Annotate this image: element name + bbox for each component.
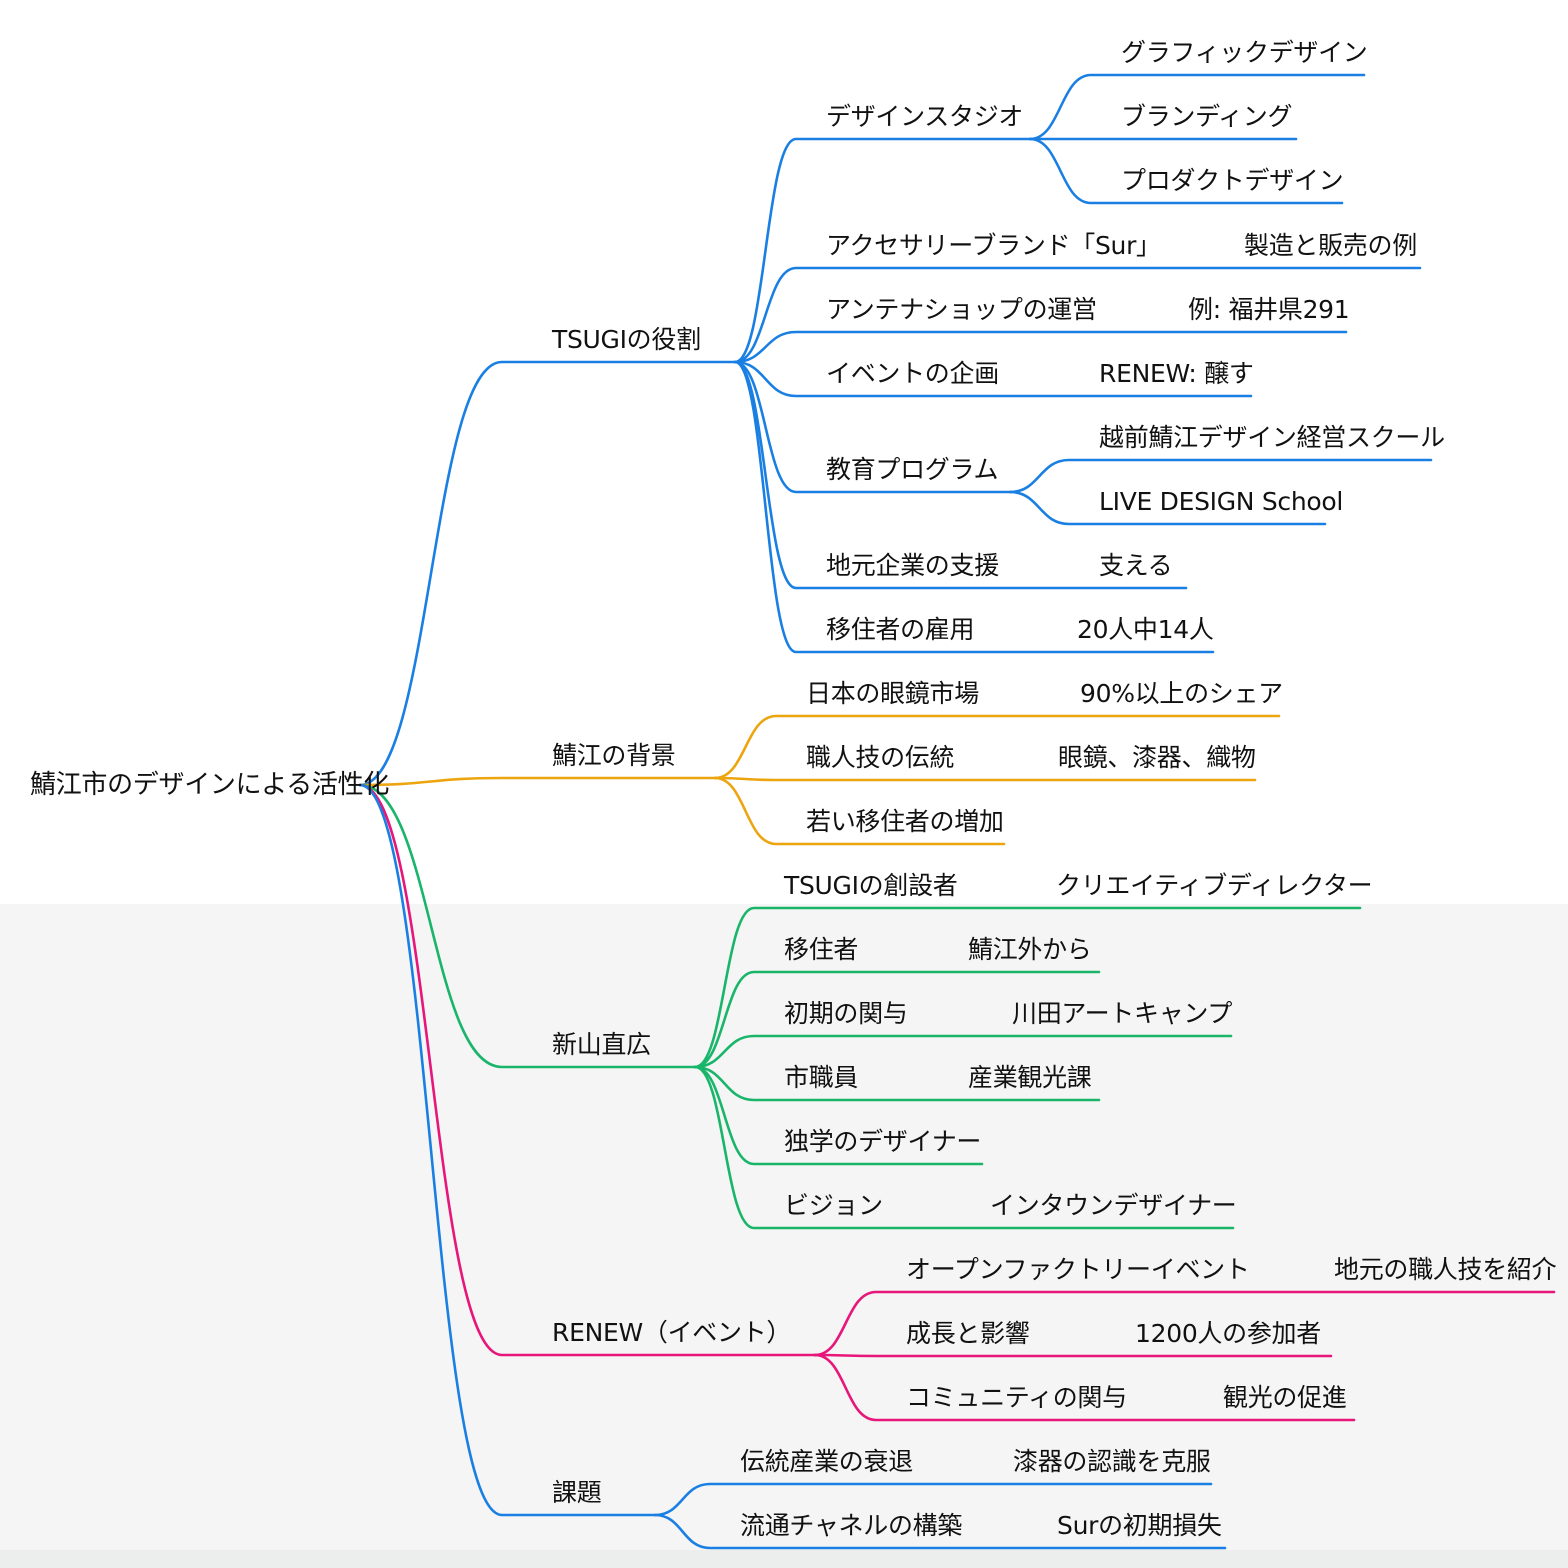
connector-line	[713, 776, 1257, 782]
branch-node[interactable]: RENEW（イベント）	[552, 1318, 792, 1347]
detail-node[interactable]: 20人中14人	[1077, 615, 1214, 644]
background-strip	[0, 1550, 1568, 1568]
topic-node[interactable]: オープンファクトリーイベント	[906, 1255, 1250, 1284]
topic-node[interactable]: 教育プログラム	[826, 455, 999, 484]
topic-node[interactable]: 市職員	[784, 1063, 859, 1092]
topic-node[interactable]: 若い移住者の増加	[806, 807, 1004, 836]
detail-node[interactable]: 1200人の参加者	[1135, 1319, 1321, 1348]
topic-node[interactable]: 職人技の伝統	[806, 743, 955, 772]
connector-line	[733, 137, 1032, 364]
detail-node[interactable]: ブランディング	[1121, 102, 1293, 131]
topic-node[interactable]: TSUGIの創設者	[784, 871, 958, 900]
detail-node[interactable]: 川田アートキャンプ	[1012, 999, 1233, 1028]
connector-line	[693, 1065, 984, 1166]
detail-node[interactable]: LIVE DESIGN School	[1099, 487, 1344, 516]
detail-node[interactable]: 観光の促進	[1223, 1383, 1347, 1412]
connector-line	[1008, 490, 1327, 526]
detail-node[interactable]: インタウンデザイナー	[990, 1191, 1237, 1220]
connector-line	[813, 1353, 1356, 1422]
topic-node[interactable]: 移住者	[784, 935, 859, 964]
connector-line	[733, 266, 1422, 364]
detail-node[interactable]: 支える	[1099, 551, 1173, 580]
detail-node[interactable]: グラフィックデザイン	[1121, 38, 1368, 67]
connector-line	[653, 1482, 1213, 1517]
connector-line	[713, 714, 1281, 780]
topic-node[interactable]: 移住者の雇用	[826, 615, 975, 644]
connector-line	[358, 783, 657, 1517]
topic-node[interactable]: アンテナショップの運営	[826, 295, 1097, 324]
topic-node[interactable]: 地元企業の支援	[826, 551, 999, 580]
topic-node[interactable]: 独学のデザイナー	[784, 1127, 982, 1156]
topic-node[interactable]: 伝統産業の衰退	[740, 1447, 913, 1476]
connector-line	[713, 776, 1006, 846]
topic-node[interactable]: 流通チャネルの構築	[740, 1511, 963, 1540]
detail-node[interactable]: 漆器の認識を克服	[1013, 1447, 1211, 1476]
branch-node[interactable]: TSUGIの役割	[552, 325, 701, 354]
detail-node[interactable]: 鯖江外から	[968, 935, 1092, 964]
connector-line	[1028, 137, 1344, 205]
branch-node[interactable]: 鯖江の背景	[552, 741, 676, 770]
connector-line	[733, 360, 1012, 494]
topic-node[interactable]: 初期の関与	[784, 999, 908, 1028]
topic-node[interactable]: コミュニティの関与	[906, 1383, 1127, 1412]
detail-node[interactable]: 例: 福井県291	[1188, 295, 1350, 324]
detail-node[interactable]: Surの初期損失	[1057, 1511, 1222, 1540]
connector-line	[813, 1353, 1333, 1358]
topic-node[interactable]: デザインスタジオ	[826, 102, 1024, 131]
topic-node[interactable]: イベントの企画	[826, 359, 999, 388]
connector-line	[693, 1065, 1235, 1230]
connector-line	[733, 360, 1215, 654]
background-panel	[0, 904, 1568, 1568]
branch-node[interactable]: 課題	[552, 1478, 602, 1507]
detail-node[interactable]: RENEW: 醸す	[1099, 359, 1254, 388]
connector-line	[358, 783, 697, 1069]
detail-node[interactable]: 産業観光課	[968, 1063, 1092, 1092]
detail-node[interactable]: プロダクトデザイン	[1121, 166, 1344, 195]
connector-line	[1028, 73, 1366, 141]
detail-node[interactable]: 地元の職人技を紹介	[1334, 1255, 1557, 1284]
connector-line	[733, 330, 1348, 364]
branch-node[interactable]: 新山直広	[552, 1030, 651, 1059]
connector-line	[693, 970, 1101, 1069]
connector-line	[653, 1513, 1227, 1550]
root-node[interactable]: 鯖江市のデザインによる活性化	[30, 770, 390, 800]
connector-line	[693, 1065, 1101, 1102]
detail-node[interactable]: クリエイティブディレクター	[1056, 871, 1373, 900]
topic-node[interactable]: アクセサリーブランド「Sur」	[826, 231, 1161, 260]
detail-node[interactable]: 製造と販売の例	[1244, 231, 1417, 260]
connector-line	[693, 906, 1362, 1069]
topic-node[interactable]: ビジョン	[784, 1191, 883, 1220]
detail-node[interactable]: 越前鯖江デザイン経営スクール	[1099, 423, 1445, 452]
topic-node[interactable]: 日本の眼鏡市場	[806, 679, 979, 708]
connector-line	[693, 1034, 1233, 1069]
connector-line	[1008, 458, 1433, 494]
detail-node[interactable]: 眼鏡、漆器、織物	[1058, 743, 1256, 772]
connector-line	[358, 776, 717, 787]
connector-line	[813, 1290, 1556, 1357]
topic-node[interactable]: 成長と影響	[906, 1319, 1030, 1348]
connector-line	[358, 360, 737, 787]
detail-node[interactable]: 90%以上のシェア	[1080, 679, 1283, 708]
connector-line	[733, 360, 1253, 398]
connector-line	[358, 783, 817, 1357]
